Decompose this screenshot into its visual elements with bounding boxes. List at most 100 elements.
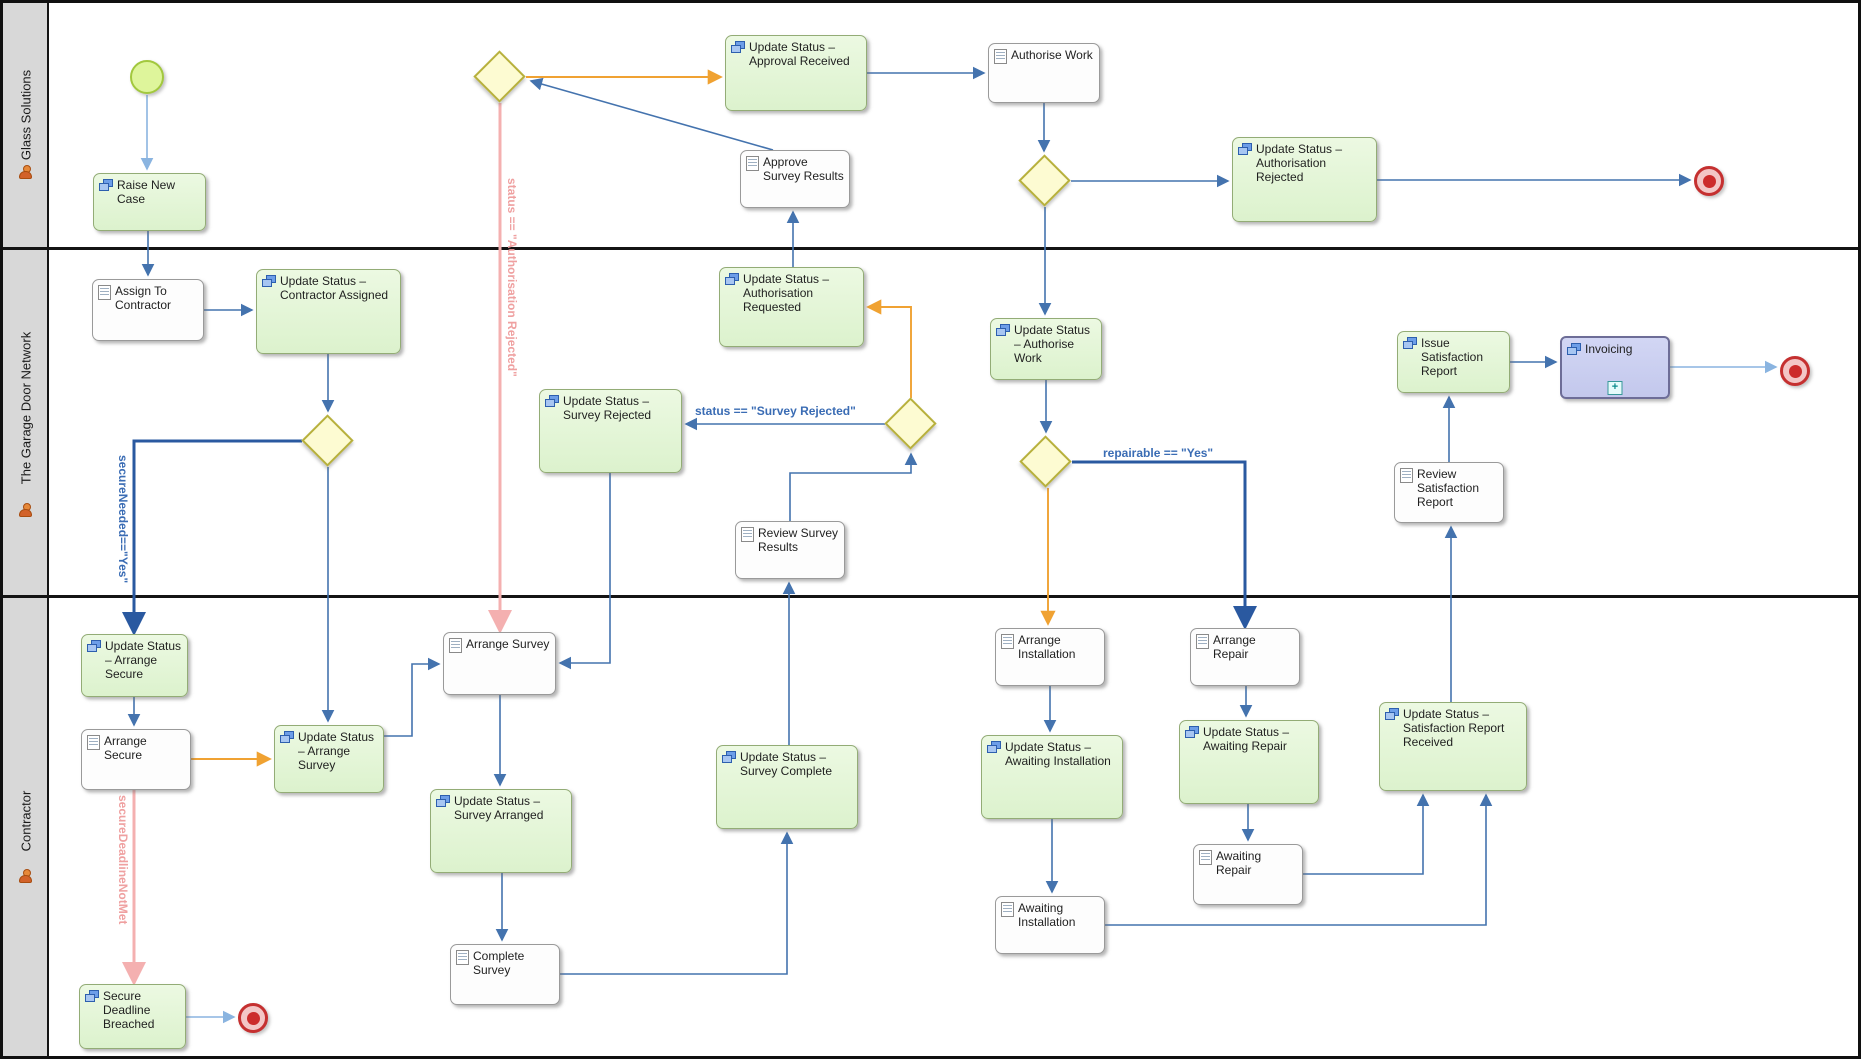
start-event[interactable] [130,60,164,94]
end-event-invoiced[interactable] [1780,356,1810,386]
gateway-repairable-decision[interactable] [1019,435,1072,488]
windows-icon [725,273,739,285]
task-review-satisfaction-report[interactable]: Review Satisfaction Report [1394,462,1504,523]
lane-divider-1 [3,247,1858,250]
task-label: Secure Deadline Breached [103,989,155,1032]
flow-awaiting-repair-to-satisfaction-received [1303,793,1430,875]
gateway-survey-decision[interactable] [884,397,937,450]
document-icon [1400,468,1413,483]
task-complete-survey[interactable]: Complete Survey [450,944,560,1005]
task-label: Update Status – Satisfaction Report Rece… [1403,707,1505,750]
task-issue-satisfaction-report[interactable]: Issue Satisfaction Report [1397,331,1510,393]
task-awaiting-repair[interactable]: Awaiting Repair [1193,844,1303,905]
person-icon [19,503,32,517]
person-icon [19,165,32,179]
end-event-inner-circle [246,1011,260,1025]
flow-gateway-to-auth-requested [866,299,912,398]
subprocess-expand-marker[interactable]: + [1607,381,1623,395]
task-raise-new-case[interactable]: Raise New Case [93,173,206,231]
task-review-survey-results[interactable]: Review Survey Results [735,521,845,579]
windows-icon [987,741,1001,753]
task-label: Update Status – Authorisation Requested [743,272,830,315]
windows-icon [1567,343,1581,355]
task-label: Review Survey Results [758,526,839,555]
task-label: Arrange Survey [466,637,550,651]
document-icon [87,735,100,750]
lane-label-glass-solutions[interactable]: Glass Solutions [18,69,34,161]
task-label: Update Status – Authorise Work [1014,323,1091,366]
task-label: Issue Satisfaction Report [1421,336,1484,379]
task-label: Update Status – Contractor Assigned [280,274,389,303]
windows-icon [1385,708,1399,720]
task-update-status-survey-complete[interactable]: Update Status – Survey Complete [716,745,858,829]
task-label: Awaiting Installation [1018,901,1076,930]
task-update-status-approval-received[interactable]: Update Status – Approval Received [725,35,867,111]
windows-icon [731,41,745,53]
end-event-inner-circle [1788,364,1802,378]
task-assign-to-contractor[interactable]: Assign To Contractor [92,279,204,341]
task-authorise-work[interactable]: Authorise Work [988,43,1100,103]
task-update-status-arrange-survey[interactable]: Update Status – Arrange Survey [274,725,384,793]
task-update-status-authorisation-requested[interactable]: Update Status – Authorisation Requested [719,267,864,347]
task-label: Update Status – Survey Arranged [454,794,544,823]
gateway-approval-decision[interactable] [473,50,526,103]
end-event-inner-circle [1702,174,1716,188]
flow-review-results-to-gateway [789,452,918,521]
document-icon [456,950,469,965]
condition-label-secure-deadline-not-met: secureDeadlineNotMet [116,795,130,925]
task-update-status-contractor-assigned[interactable]: Update Status – Contractor Assigned [256,269,401,354]
person-icon [19,869,32,883]
windows-icon [722,751,736,763]
task-label: Raise New Case [117,178,176,207]
task-label: Update Status – Survey Complete [740,750,833,779]
document-icon [1001,902,1014,917]
windows-icon [99,179,113,191]
task-label: Update Status – Arrange Survey [298,730,375,773]
condition-label-secure-needed: secureNeeded=="Yes" [116,455,130,584]
gateway-authorisation-decision[interactable] [1018,154,1071,207]
lane-label-strip [3,3,49,1056]
task-arrange-survey[interactable]: Arrange Survey [443,632,556,695]
document-icon [994,49,1007,64]
task-update-status-awaiting-installation[interactable]: Update Status – Awaiting Installation [981,735,1123,819]
end-event-secure-deadline[interactable] [238,1003,268,1033]
task-update-status-arrange-secure[interactable]: Update Status – Arrange Secure [81,634,188,697]
gateway-secure-needed[interactable] [301,414,354,467]
connector-layer [122,66,1778,1024]
document-icon [1199,850,1212,865]
task-update-status-satisfaction-report-received[interactable]: Update Status – Satisfaction Report Rece… [1379,702,1527,791]
task-awaiting-installation[interactable]: Awaiting Installation [995,896,1105,954]
document-icon [741,527,754,542]
document-icon [1196,634,1209,649]
task-label: Update Status – Survey Rejected [563,394,652,423]
lane-label-contractor[interactable]: Contractor [18,790,34,852]
lane-divider-2 [3,595,1858,598]
task-update-status-authorise-work[interactable]: Update Status – Authorise Work [990,318,1102,380]
task-label: Arrange Installation [1018,633,1076,662]
task-update-status-authorisation-rejected[interactable]: Update Status – Authorisation Rejected [1232,137,1377,222]
task-label: Approve Survey Results [763,155,844,184]
document-icon [449,638,462,653]
flow-repairable-yes [1072,460,1257,630]
task-secure-deadline-breached[interactable]: Secure Deadline Breached [79,984,186,1049]
task-update-status-survey-arranged[interactable]: Update Status – Survey Arranged [430,789,572,873]
lane-label-garage-door-network[interactable]: The Garage Door Network [18,331,34,485]
subprocess-invoicing[interactable]: Invoicing + [1560,336,1670,399]
document-icon [746,156,759,171]
end-event-authorisation-rejected[interactable] [1694,166,1724,196]
task-approve-survey-results[interactable]: Approve Survey Results [740,150,850,208]
windows-icon [1185,726,1199,738]
task-update-status-survey-rejected[interactable]: Update Status – Survey Rejected [539,389,682,473]
task-arrange-repair[interactable]: Arrange Repair [1190,628,1300,686]
windows-icon [1403,337,1417,349]
flow-survey-rejected-to-arrange-survey [558,473,611,670]
task-label: Arrange Secure [104,734,147,763]
task-update-status-awaiting-repair[interactable]: Update Status – Awaiting Repair [1179,720,1319,804]
task-label: Arrange Repair [1213,633,1256,662]
task-label: Awaiting Repair [1216,849,1262,878]
document-icon [98,285,111,300]
task-arrange-secure[interactable]: Arrange Secure [81,729,191,790]
task-arrange-installation[interactable]: Arrange Installation [995,628,1105,686]
task-label: Update Status – Awaiting Installation [1005,740,1111,769]
windows-icon [262,275,276,287]
